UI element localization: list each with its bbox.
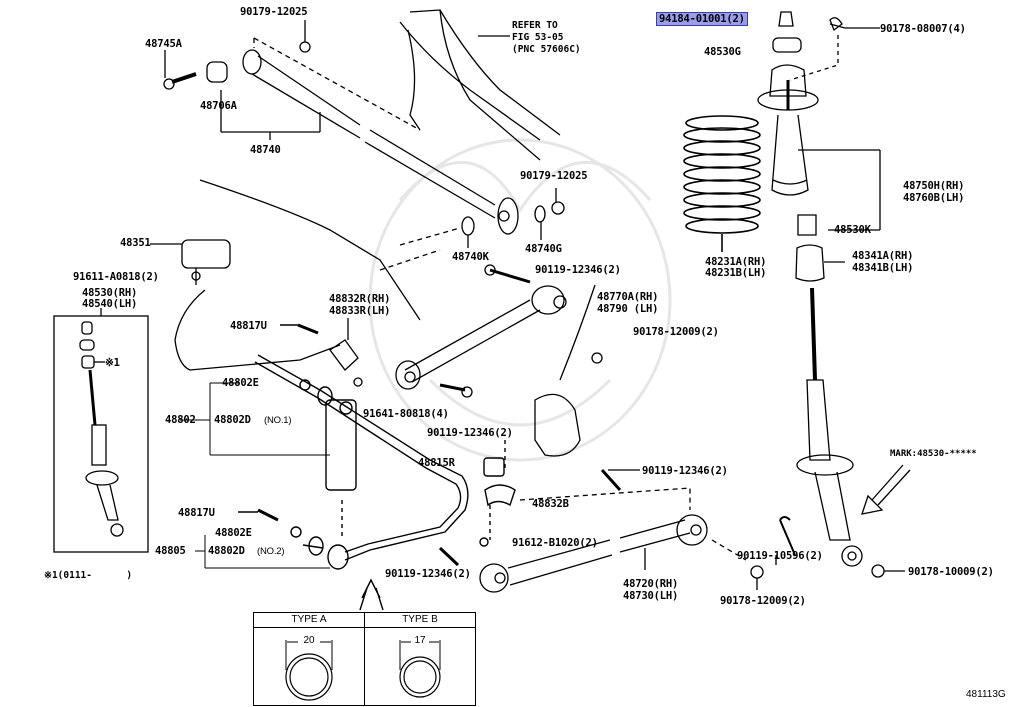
bushing-type-table: TYPE A 20 TYPE B 17: [253, 612, 476, 706]
part-label-48817U-a[interactable]: 48817U: [230, 320, 267, 332]
part-label-48833R[interactable]: 48833R(LH): [329, 305, 391, 317]
part-label-90119-12346-d[interactable]: 90119-12346(2): [385, 568, 471, 580]
type-a-column: TYPE A 20: [254, 613, 364, 705]
part-label-48231A[interactable]: 48231A(RH): [705, 256, 767, 268]
part-label-90178-10009[interactable]: 90178-10009(2): [908, 566, 994, 578]
strut-upper-mount: [757, 11, 881, 282]
part-label-91641-80818[interactable]: 91641-80818(4): [363, 408, 449, 420]
part-label-90119-12346-a[interactable]: 90119-12346(2): [535, 264, 621, 276]
part-label-48750H[interactable]: 48750H(RH): [903, 180, 965, 192]
coil-spring-48231: [683, 115, 761, 252]
reference-note-line1: REFER TO: [512, 20, 558, 31]
part-label-91611-A0818[interactable]: 91611-A0818(2): [73, 271, 159, 283]
part-label-48802D-a[interactable]: 48802D: [214, 414, 251, 426]
part-label-90178-08007[interactable]: 90178-08007(4): [880, 23, 966, 35]
part-label-48740G[interactable]: 48740G: [525, 243, 562, 255]
part-label-48341B[interactable]: 48341B(LH): [852, 262, 914, 274]
type-a-header: TYPE A: [254, 613, 364, 628]
stabilizer-bar: [238, 323, 516, 611]
part-label-48530[interactable]: 48530(RH): [82, 287, 138, 299]
footnote: ※1(0111- ): [44, 570, 133, 581]
part-label-48832R[interactable]: 48832R(RH): [329, 293, 391, 305]
part-label-48802E-a[interactable]: 48802E: [222, 377, 259, 389]
no2-note: (NO.2): [257, 546, 285, 557]
part-label-91612-B1020[interactable]: 91612-B1020(2): [512, 537, 598, 549]
part-label-90178-12009-a[interactable]: 90178-12009(2): [633, 326, 719, 338]
mark-note: MARK:48530-*****: [890, 449, 977, 459]
type-b-header: TYPE B: [365, 613, 475, 628]
part-label-48341A[interactable]: 48341A(RH): [852, 250, 914, 262]
part-label-48770A[interactable]: 48770A(RH): [597, 291, 659, 303]
part-label-48720[interactable]: 48720(RH): [623, 578, 679, 590]
part-label-48530G[interactable]: 48530G: [704, 46, 741, 58]
part-label-48730[interactable]: 48730(LH): [623, 590, 679, 602]
part-label-48832B[interactable]: 48832B: [532, 498, 569, 510]
upper-control-arm-48740: [163, 20, 519, 235]
part-label-48802[interactable]: 48802: [165, 414, 196, 426]
asterisk-callout: ※1: [105, 357, 120, 369]
part-label-48540[interactable]: 48540(LH): [82, 298, 138, 310]
part-label-48802D-b[interactable]: 48802D: [208, 545, 245, 557]
part-label-90178-12009-b[interactable]: 90178-12009(2): [720, 595, 806, 607]
knuckle-and-trailing-arm: [395, 264, 603, 457]
part-label-90179-12025[interactable]: 90179-12025: [240, 6, 308, 18]
figure-id: 481113G: [966, 689, 1006, 700]
part-label-90119-12346-c[interactable]: 90119-12346(2): [642, 465, 728, 477]
part-label-48706A[interactable]: 48706A: [200, 100, 237, 112]
part-label-90119-12346-b[interactable]: 90119-12346(2): [427, 427, 513, 439]
part-label-48802E-b[interactable]: 48802E: [215, 527, 252, 539]
type-b-dimension: 17: [414, 635, 426, 646]
part-label-48351[interactable]: 48351: [120, 237, 151, 249]
part-label-48530K[interactable]: 48530K: [834, 224, 871, 236]
part-label-90119-10596[interactable]: 90119-10596(2): [737, 550, 823, 562]
part-label-48231B[interactable]: 48231B(LH): [705, 267, 767, 279]
shock-absorber-right: [750, 287, 911, 590]
no1-note: (NO.1): [264, 415, 292, 426]
type-b-column: TYPE B 17: [364, 613, 475, 705]
part-label-48815R[interactable]: 48815R: [418, 457, 455, 469]
part-label-48740[interactable]: 48740: [250, 144, 281, 156]
part-label-48805[interactable]: 48805: [155, 545, 186, 557]
reference-note-line3: (PNC 57606C): [512, 44, 581, 55]
lower-arm-48720: [479, 468, 747, 593]
reference-note-line2[interactable]: FIG 53-05: [512, 32, 564, 43]
inset-shock-absorber: [53, 308, 149, 553]
part-label-48817U-b[interactable]: 48817U: [178, 507, 215, 519]
part-label-48740K[interactable]: 48740K: [452, 251, 489, 263]
body-panel-drawing: [399, 9, 561, 161]
washers-48740: [379, 188, 565, 271]
part-label-94184-01001-highlighted[interactable]: 94184-01001(2): [656, 12, 748, 26]
part-label-48790[interactable]: 48790 (LH): [597, 303, 659, 315]
body-frame-outline: [150, 179, 421, 387]
type-b-ring-icon: [399, 640, 441, 698]
type-a-dimension: 20: [303, 635, 315, 646]
part-label-48745A[interactable]: 48745A: [145, 38, 182, 50]
part-label-48760B[interactable]: 48760B(LH): [903, 192, 965, 204]
leader-lines: [180, 382, 330, 569]
type-a-ring-icon: [285, 640, 333, 701]
watermark-emblem: [368, 138, 672, 462]
part-label-90179-12025-mid[interactable]: 90179-12025: [520, 170, 588, 182]
